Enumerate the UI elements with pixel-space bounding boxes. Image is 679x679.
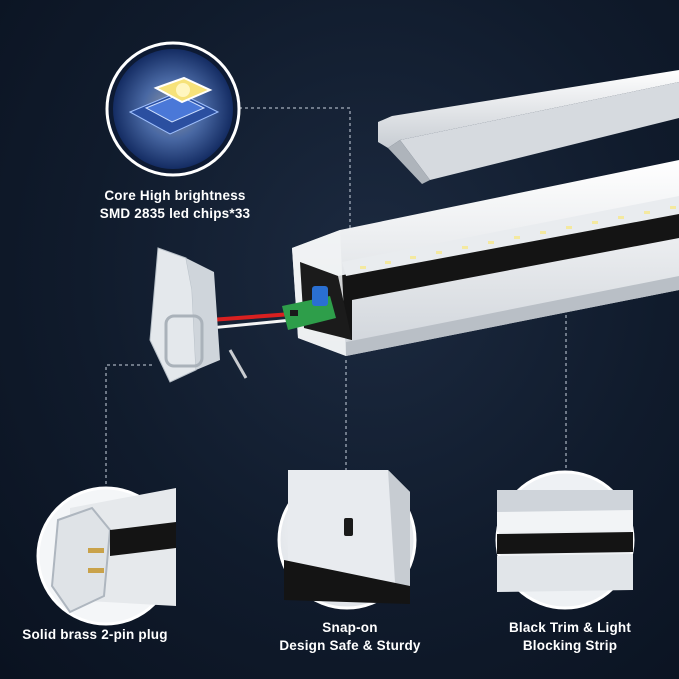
chip-callout-circle xyxy=(105,41,241,177)
driver-board xyxy=(209,286,336,330)
plug-caption: Solid brass 2-pin plug xyxy=(0,626,190,644)
red-wire xyxy=(209,312,293,322)
two-pin-plug-icon xyxy=(50,506,112,614)
snap-caption: Snap-on Design Safe & Sturdy xyxy=(255,619,445,655)
leader-line-plug xyxy=(105,364,155,508)
brass-pin-2 xyxy=(88,568,104,573)
led-chip-row xyxy=(360,206,676,269)
snap-caption-line2: Design Safe & Sturdy xyxy=(279,638,421,653)
plug-callout-circle xyxy=(36,486,176,626)
snap-callout-circle xyxy=(277,470,417,610)
brass-pin-1 xyxy=(88,548,104,553)
trim-strip-icon xyxy=(497,532,633,554)
trim-callout-circle xyxy=(495,470,635,610)
chips-caption-line1: Core High brightness xyxy=(104,188,246,203)
diffuser-cover xyxy=(378,70,679,184)
white-wire xyxy=(209,318,293,330)
leader-line-chips xyxy=(233,107,351,268)
plug-caption-line1: Solid brass 2-pin plug xyxy=(22,627,168,642)
trim-caption-line2: Blocking Strip xyxy=(522,638,618,653)
snap-caption-line1: Snap-on xyxy=(322,620,378,635)
leader-lines xyxy=(105,107,567,508)
chips-caption-line2: SMD 2835 led chips*33 xyxy=(99,206,251,221)
snap-on-clip-icon xyxy=(344,518,353,536)
trim-caption-line1: Black Trim & Light xyxy=(508,620,632,635)
end-cap xyxy=(149,247,248,383)
chips-caption: Core High brightness SMD 2835 led chips*… xyxy=(60,187,290,223)
capacitor xyxy=(312,286,328,306)
trim-caption: Black Trim & Light Blocking Strip xyxy=(470,619,670,655)
